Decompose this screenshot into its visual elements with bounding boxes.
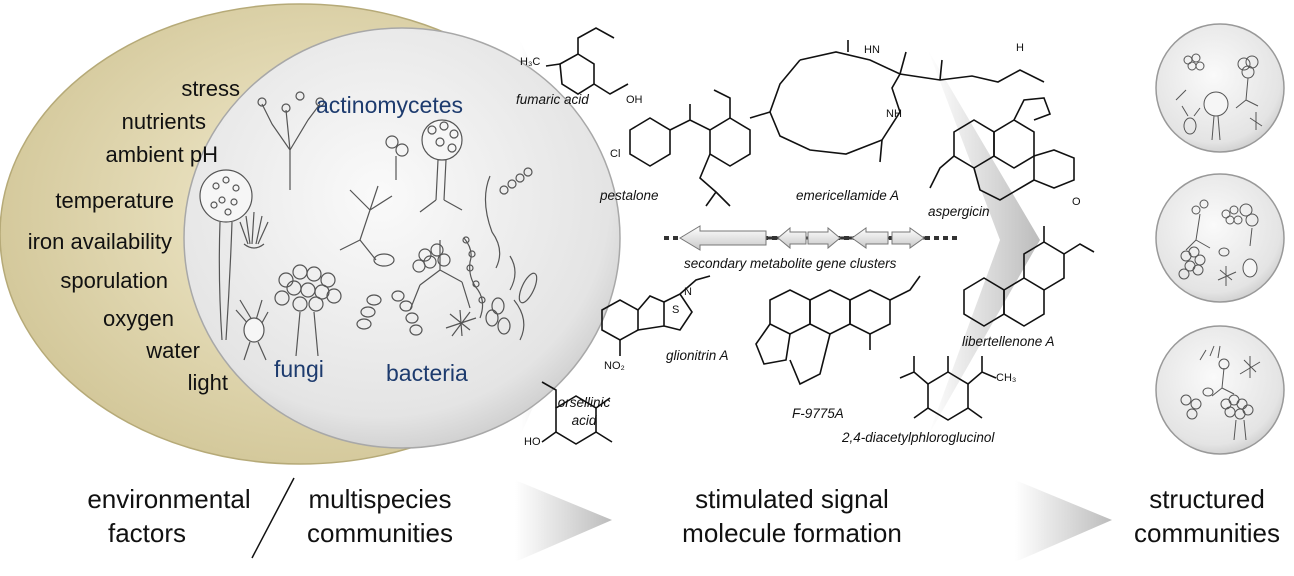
- stage-multispecies-line1: multispecies: [308, 484, 452, 514]
- molecule-aspergicin: aspergicin: [928, 204, 990, 219]
- stage-signal-line1: stimulated signal: [695, 484, 889, 514]
- stage-environmental-factors: environmental factors: [64, 482, 274, 550]
- molecule-dapg: 2,4-diacetylphloroglucinol: [842, 430, 995, 445]
- stage-environmental-line2: factors: [108, 518, 187, 548]
- atom-ch3-dapg: CH₃: [996, 372, 1017, 384]
- stage-multispecies-line2: communities: [307, 518, 453, 548]
- molecule-glionitrin-a: glionitrin A: [666, 348, 729, 363]
- atom-o: O: [1072, 196, 1081, 208]
- atom-nh: NH: [886, 108, 902, 120]
- stage-structured-line2: communities: [1134, 518, 1280, 548]
- molecule-emericellamide-a: emericellamide A: [796, 188, 900, 203]
- atom-s: S: [672, 304, 680, 316]
- chemical-structures: [541, 27, 1095, 445]
- stage-structured-line1: structured: [1149, 484, 1265, 514]
- factor-temperature: temperature: [55, 188, 174, 213]
- atom-h: H: [1016, 42, 1024, 54]
- stage-multispecies-communities: multispecies communities: [280, 482, 480, 550]
- molecule-fumaric-acid: fumaric acid: [516, 92, 589, 107]
- molecule-orsellinic-acid-text: orsellinic acid: [557, 395, 611, 428]
- stage-signal-line2: molecule formation: [682, 518, 902, 548]
- multispecies-circle: [183, 27, 621, 449]
- atom-no2: NO₂: [604, 360, 625, 372]
- factor-oxygen: oxygen: [103, 306, 174, 331]
- atom-oh-fumaric: OH: [626, 94, 643, 106]
- factor-iron-availability: iron availability: [27, 229, 172, 254]
- label-actinomycetes: actinomycetes: [316, 92, 464, 118]
- atom-hn: HN: [864, 44, 880, 56]
- atom-ho-orsellinic: HO: [524, 436, 541, 448]
- bottom-arrow-1: [515, 480, 612, 562]
- molecule-pestalone: pestalone: [600, 188, 659, 203]
- stage-environmental-line1: environmental: [87, 484, 251, 514]
- label-fungi: fungi: [274, 356, 324, 382]
- factor-sporulation: sporulation: [60, 268, 168, 293]
- stage-structured-communities: structured communities: [1122, 482, 1292, 550]
- molecule-orsellinic-acid: orsellinic acid: [544, 394, 624, 430]
- factor-water: water: [146, 338, 200, 363]
- factor-ambient-ph: ambient pH: [105, 142, 218, 167]
- atom-h3c: H₃C: [520, 56, 541, 68]
- gene-cluster: [664, 225, 960, 251]
- structured-community-sketches: [1175, 53, 1263, 441]
- molecule-f9775a: F-9775A: [792, 406, 844, 421]
- factor-stress: stress: [181, 76, 240, 101]
- factor-light: light: [187, 370, 228, 395]
- atom-cl: Cl: [610, 148, 621, 160]
- atom-n: N: [684, 286, 692, 298]
- molecule-libertellenone-a: libertellenone A: [962, 334, 1055, 349]
- bottom-arrow-2: [1015, 480, 1112, 562]
- stage-signal-molecule-formation: stimulated signal molecule formation: [662, 482, 922, 550]
- label-bacteria: bacteria: [386, 360, 468, 386]
- slash-divider: [251, 477, 295, 559]
- organism-sketches: [199, 91, 538, 361]
- signal-chevron: [928, 50, 1040, 436]
- factor-nutrients: nutrients: [121, 109, 206, 134]
- gene-cluster-label: secondary metabolite gene clusters: [684, 256, 897, 271]
